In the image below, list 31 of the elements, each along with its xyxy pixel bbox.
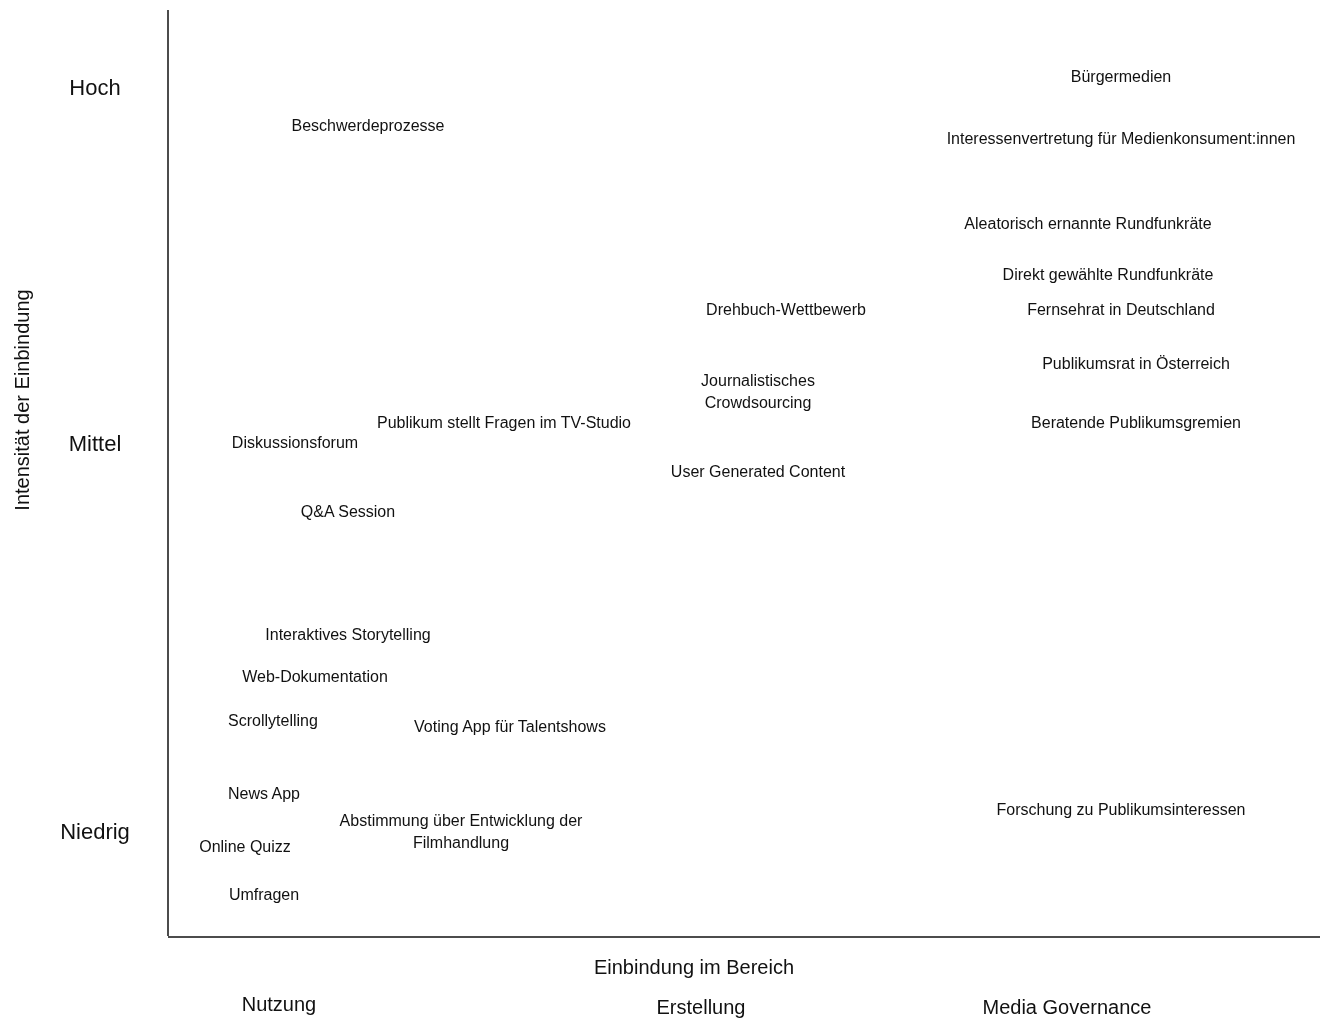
axis-tick-label: Mittel: [68, 429, 122, 458]
item-label: Journalistisches Crowdsourcing: [700, 370, 816, 413]
item-label: Abstimmung über Entwicklung der Filmhandlung: [338, 810, 584, 853]
item-label: User Generated Content: [670, 461, 846, 482]
item-label: Beratende Publikumsgremien: [1031, 412, 1241, 433]
axis-tick-label: Nutzung: [241, 992, 317, 1017]
item-label: Diskussionsforum: [231, 432, 359, 453]
axis-tick-label: Erstellung: [656, 995, 746, 1020]
axis-title: Intensität der Einbindung: [10, 289, 34, 511]
item-label: Fernsehrat in Deutschland: [1027, 299, 1215, 320]
item-label: Publikum stellt Fragen im TV-Studio: [377, 412, 631, 433]
axis-tick-label: Media Governance: [982, 995, 1152, 1020]
item-label: Interaktives Storytelling: [265, 624, 431, 645]
item-label: Forschung zu Publikumsinteressen: [996, 799, 1246, 820]
item-label: Beschwerdeprozesse: [291, 115, 445, 136]
item-label: Bürgermedien: [1070, 66, 1172, 87]
item-label: Voting App für Talentshows: [414, 716, 606, 737]
item-label: Q&A Session: [300, 501, 396, 522]
item-label: Umfragen: [228, 884, 300, 905]
item-label: Direkt gewählte Rundfunkräte: [1002, 264, 1214, 285]
item-label: Web-Dokumentation: [242, 666, 388, 687]
item-label: News App: [228, 783, 300, 804]
item-label: Interessenvertretung für Medienkonsument:innen: [946, 128, 1296, 149]
item-label: Online Quizz: [199, 836, 291, 857]
item-label: Aleatorisch ernannte Rundfunkräte: [964, 213, 1212, 234]
item-label: Scrollytelling: [228, 710, 318, 731]
item-label: Publikumsrat in Österreich: [1042, 353, 1230, 374]
axis-title: Einbindung im Bereich: [593, 955, 795, 980]
axis-tick-label: Niedrig: [60, 817, 130, 846]
item-label: Drehbuch-Wettbewerb: [706, 299, 866, 320]
axis-tick-label: Hoch: [69, 73, 121, 102]
